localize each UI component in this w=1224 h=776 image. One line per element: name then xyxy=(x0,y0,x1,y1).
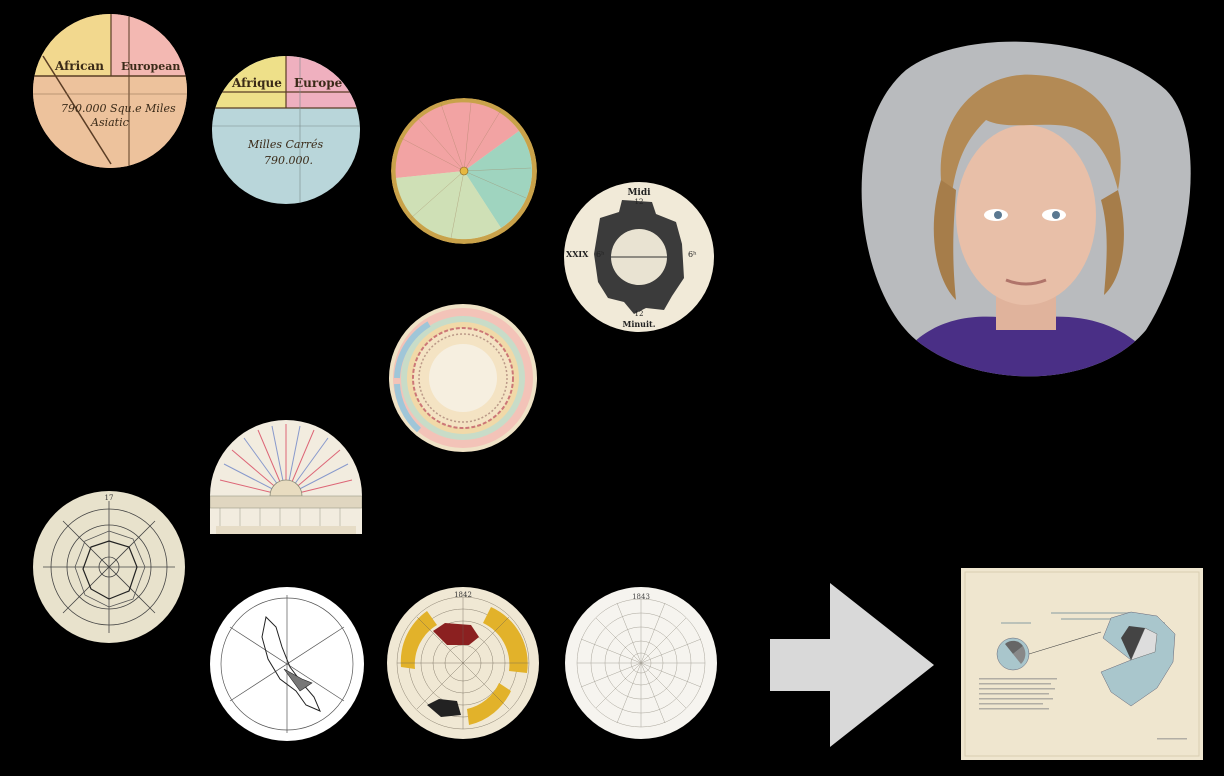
historical-polar-chart-10: 1843 xyxy=(565,587,717,739)
nightingale-diagram-thumbnail xyxy=(961,568,1203,760)
asiatic-label: Asiatic xyxy=(90,116,129,129)
top-number: 17 xyxy=(105,494,114,502)
historical-pie-chart-3 xyxy=(391,98,537,244)
historical-rose-chart-4: Midi 12 XXIX 6ʰ 6ʰ 12 Minuit. xyxy=(564,182,714,332)
right-hour-label: 6ʰ xyxy=(688,250,697,259)
european-label: European xyxy=(121,60,180,73)
historical-polar-chart-8 xyxy=(210,587,364,741)
african-label: African xyxy=(54,59,104,73)
minuit-label: Minuit. xyxy=(622,319,655,329)
afrique-label: Afrique xyxy=(231,76,282,90)
area-label: 790.000 Squ.e Miles xyxy=(61,102,176,115)
historical-polar-chart-7: 17 xyxy=(33,491,185,643)
portrait-photo xyxy=(861,41,1191,377)
historical-ring-chart-5 xyxy=(389,304,537,452)
historical-fan-chart-6 xyxy=(210,420,362,534)
year-label: 1843 xyxy=(632,593,650,601)
minuit-number: 12 xyxy=(635,310,644,318)
historical-pie-chart-1: African European 790.000 Squ.e Miles Asi… xyxy=(33,14,187,168)
midi-number: 12 xyxy=(635,198,644,206)
left-roman-label: XXIX xyxy=(566,249,589,259)
historical-pie-chart-2: Afrique Europe Milles Carrés 790.000. xyxy=(212,56,360,204)
historical-rose-chart-9: 1842 xyxy=(387,587,539,739)
right-arrow-icon xyxy=(770,583,934,747)
milles-label: Milles Carrés xyxy=(247,138,323,151)
europe-label: Europe xyxy=(294,76,343,90)
value-label: 790.000. xyxy=(264,154,313,167)
year-label: 1842 xyxy=(454,591,472,599)
midi-label: Midi xyxy=(627,188,651,198)
left-hour-label: 6ʰ xyxy=(596,250,605,259)
